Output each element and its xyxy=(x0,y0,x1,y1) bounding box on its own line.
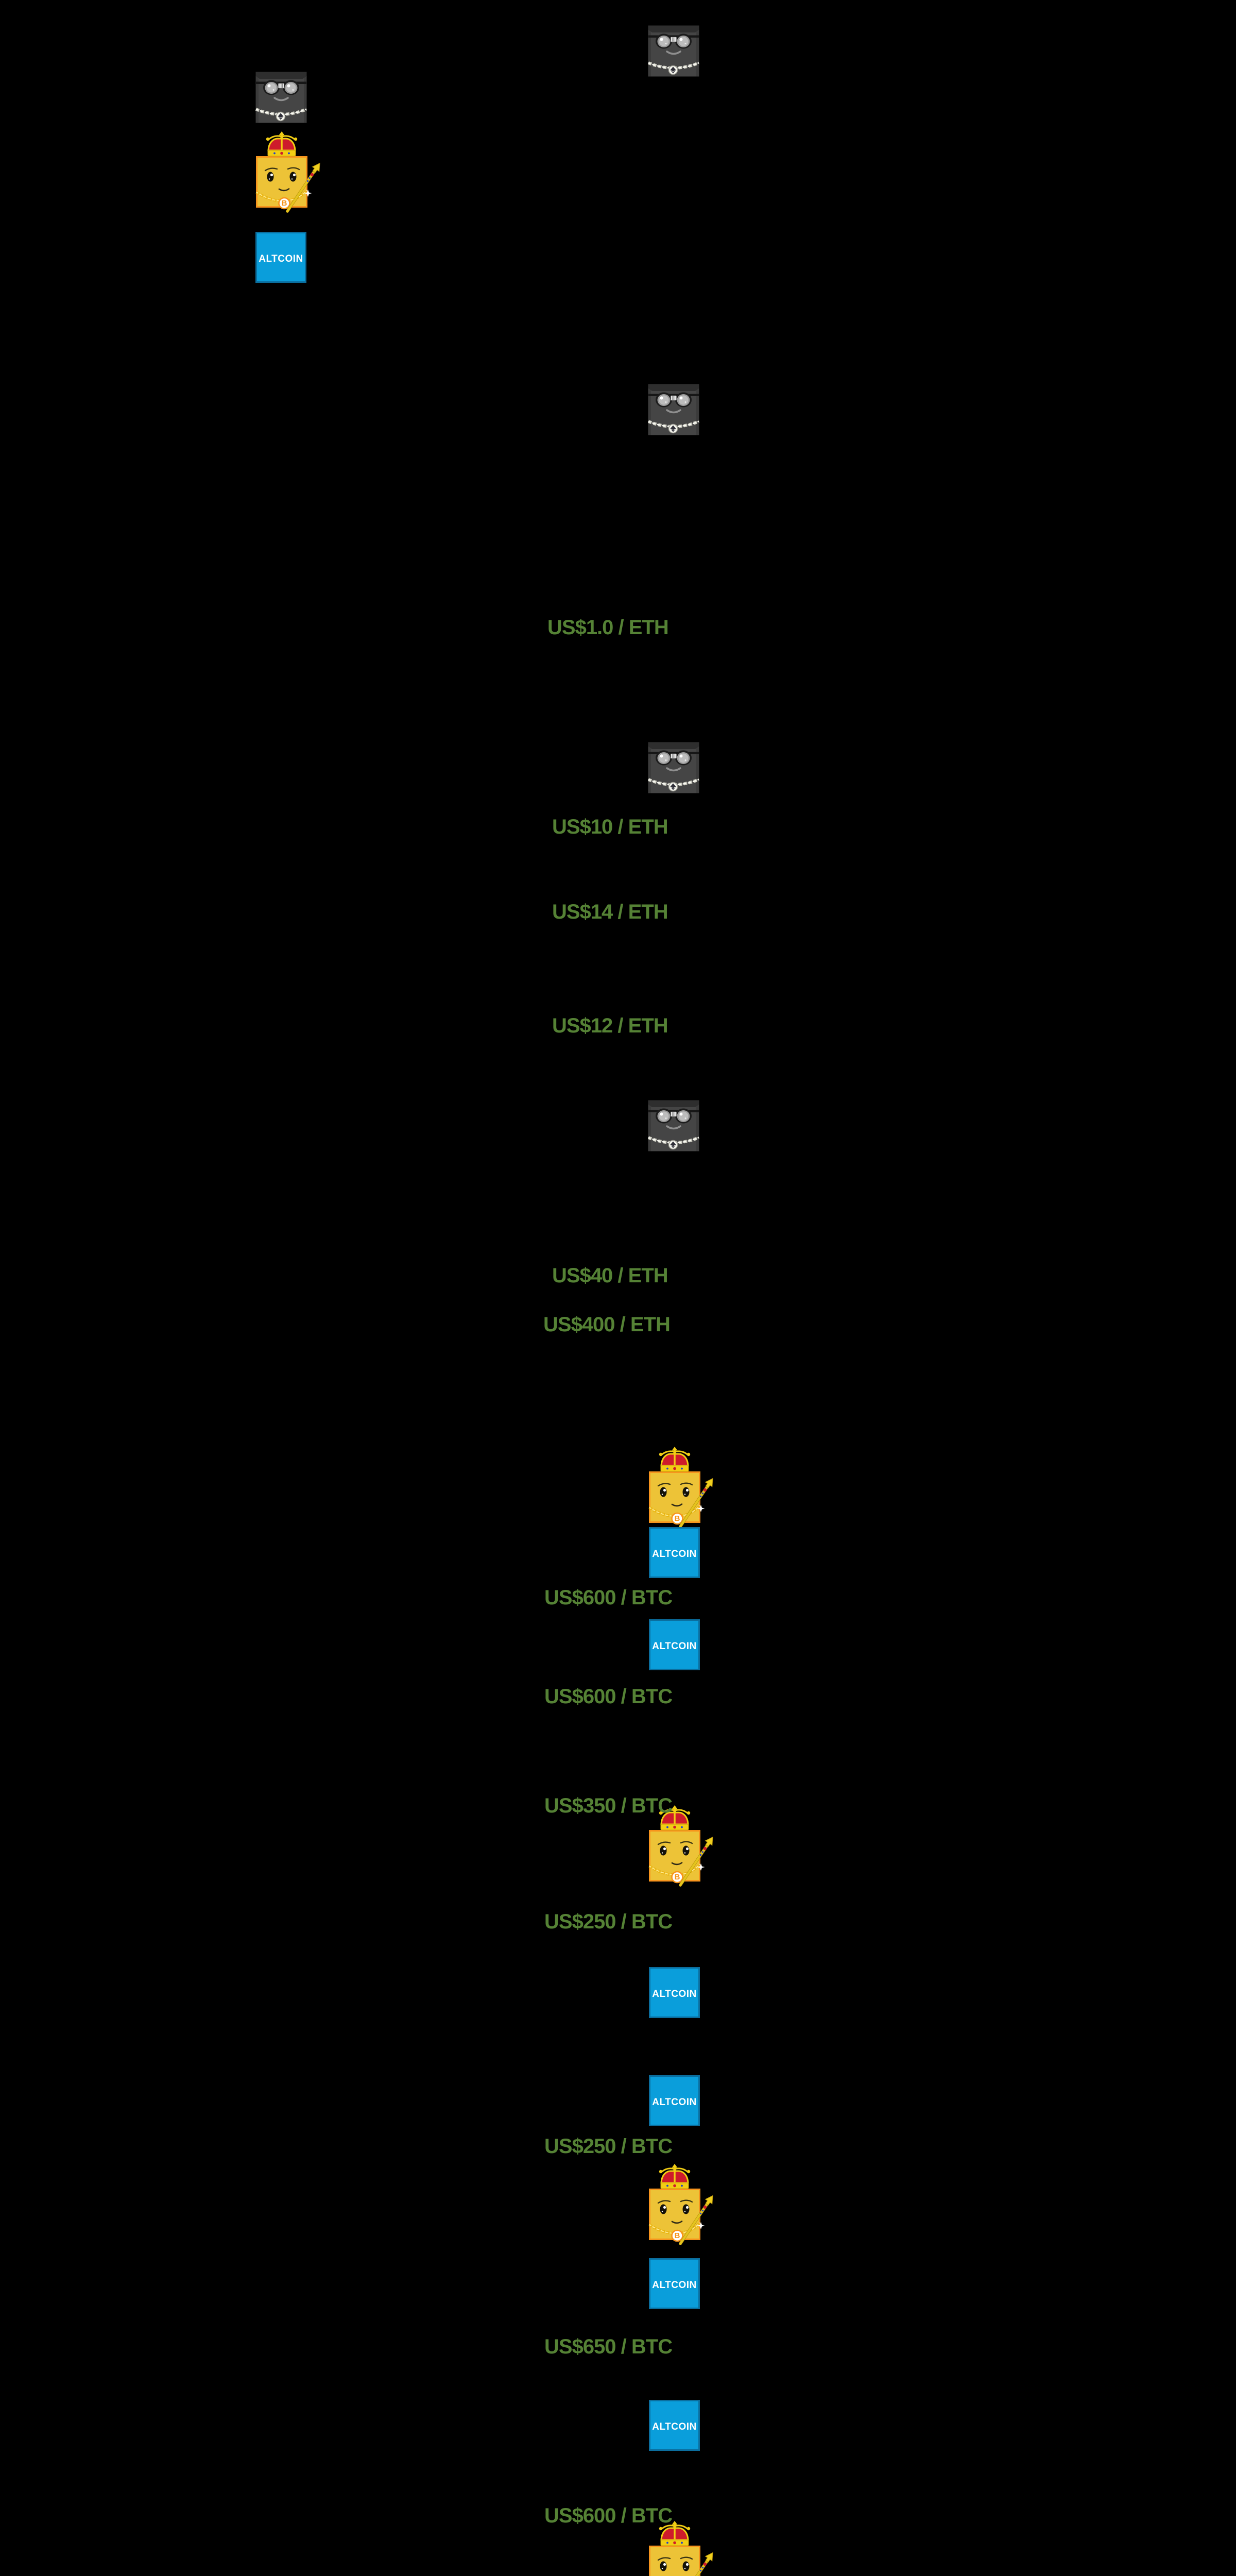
bitcoin-king-robot: B xyxy=(648,1805,717,1890)
ethereum-robot xyxy=(255,72,307,123)
price-label: US$650 / BTC xyxy=(544,2335,673,2358)
bitcoin-king-robot-icon xyxy=(255,131,324,216)
bitcoin-pendant-letter: B xyxy=(674,2231,680,2240)
price-label: US$12 / ETH xyxy=(552,1014,668,1037)
price-label: US$350 / BTC xyxy=(544,1794,673,1817)
price-label: US$250 / BTC xyxy=(544,1910,673,1933)
bitcoin-king-robot-icon xyxy=(648,2521,717,2576)
altcoin-label: ALTCOIN xyxy=(259,253,303,264)
bitcoin-pendant-letter: B xyxy=(674,1514,680,1523)
bitcoin-pendant-letter: B xyxy=(281,199,287,208)
altcoin-square: ALTCOIN xyxy=(649,2400,700,2451)
ethereum-robot-icon xyxy=(648,742,699,793)
altcoin-square: ALTCOIN xyxy=(649,2258,700,2309)
bitcoin-king-robot-icon xyxy=(648,1805,717,1890)
altcoin-label: ALTCOIN xyxy=(652,1641,697,1652)
altcoin-square: ALTCOIN xyxy=(649,1967,700,2018)
price-label: US$40 / ETH xyxy=(552,1264,668,1287)
bitcoin-king-robot: B xyxy=(648,1447,717,1532)
price-label: US$14 / ETH xyxy=(552,901,668,923)
price-label: US$1.0 / ETH xyxy=(547,616,669,639)
altcoin-label: ALTCOIN xyxy=(652,1989,697,1999)
altcoin-square: ALTCOIN xyxy=(255,232,306,283)
price-label: US$600 / BTC xyxy=(544,1586,673,1609)
altcoin-label: ALTCOIN xyxy=(652,2280,697,2291)
ethereum-robot xyxy=(648,384,699,435)
ethereum-robot xyxy=(648,1100,699,1151)
ethereum-robot-icon xyxy=(255,72,307,123)
bitcoin-king-robot: B xyxy=(255,131,324,216)
price-label: US$250 / BTC xyxy=(544,2135,673,2158)
ethereum-robot-icon xyxy=(648,25,699,77)
altcoin-square: ALTCOIN xyxy=(649,1619,700,1670)
ethereum-robot-icon xyxy=(648,384,699,435)
altcoin-label: ALTCOIN xyxy=(652,2421,697,2432)
ethereum-robot xyxy=(648,25,699,77)
bitcoin-pendant-letter: B xyxy=(674,1873,680,1882)
price-label: US$600 / BTC xyxy=(544,1685,673,1708)
bitcoin-king-robot-icon xyxy=(648,2164,717,2249)
ethereum-robot xyxy=(648,742,699,793)
price-label: US$600 / BTC xyxy=(544,2504,673,2527)
altcoin-label: ALTCOIN xyxy=(652,1549,697,1560)
price-label: US$400 / ETH xyxy=(543,1313,671,1336)
altcoin-square: ALTCOIN xyxy=(649,1527,700,1578)
bitcoin-king-robot: B xyxy=(648,2521,717,2576)
price-label: US$10 / ETH xyxy=(552,816,668,838)
bitcoin-king-robot: B xyxy=(648,2164,717,2249)
altcoin-label: ALTCOIN xyxy=(652,2097,697,2108)
altcoin-square: ALTCOIN xyxy=(649,2075,700,2126)
ethereum-robot-icon xyxy=(648,1100,699,1151)
bitcoin-king-robot-icon xyxy=(648,1447,717,1532)
